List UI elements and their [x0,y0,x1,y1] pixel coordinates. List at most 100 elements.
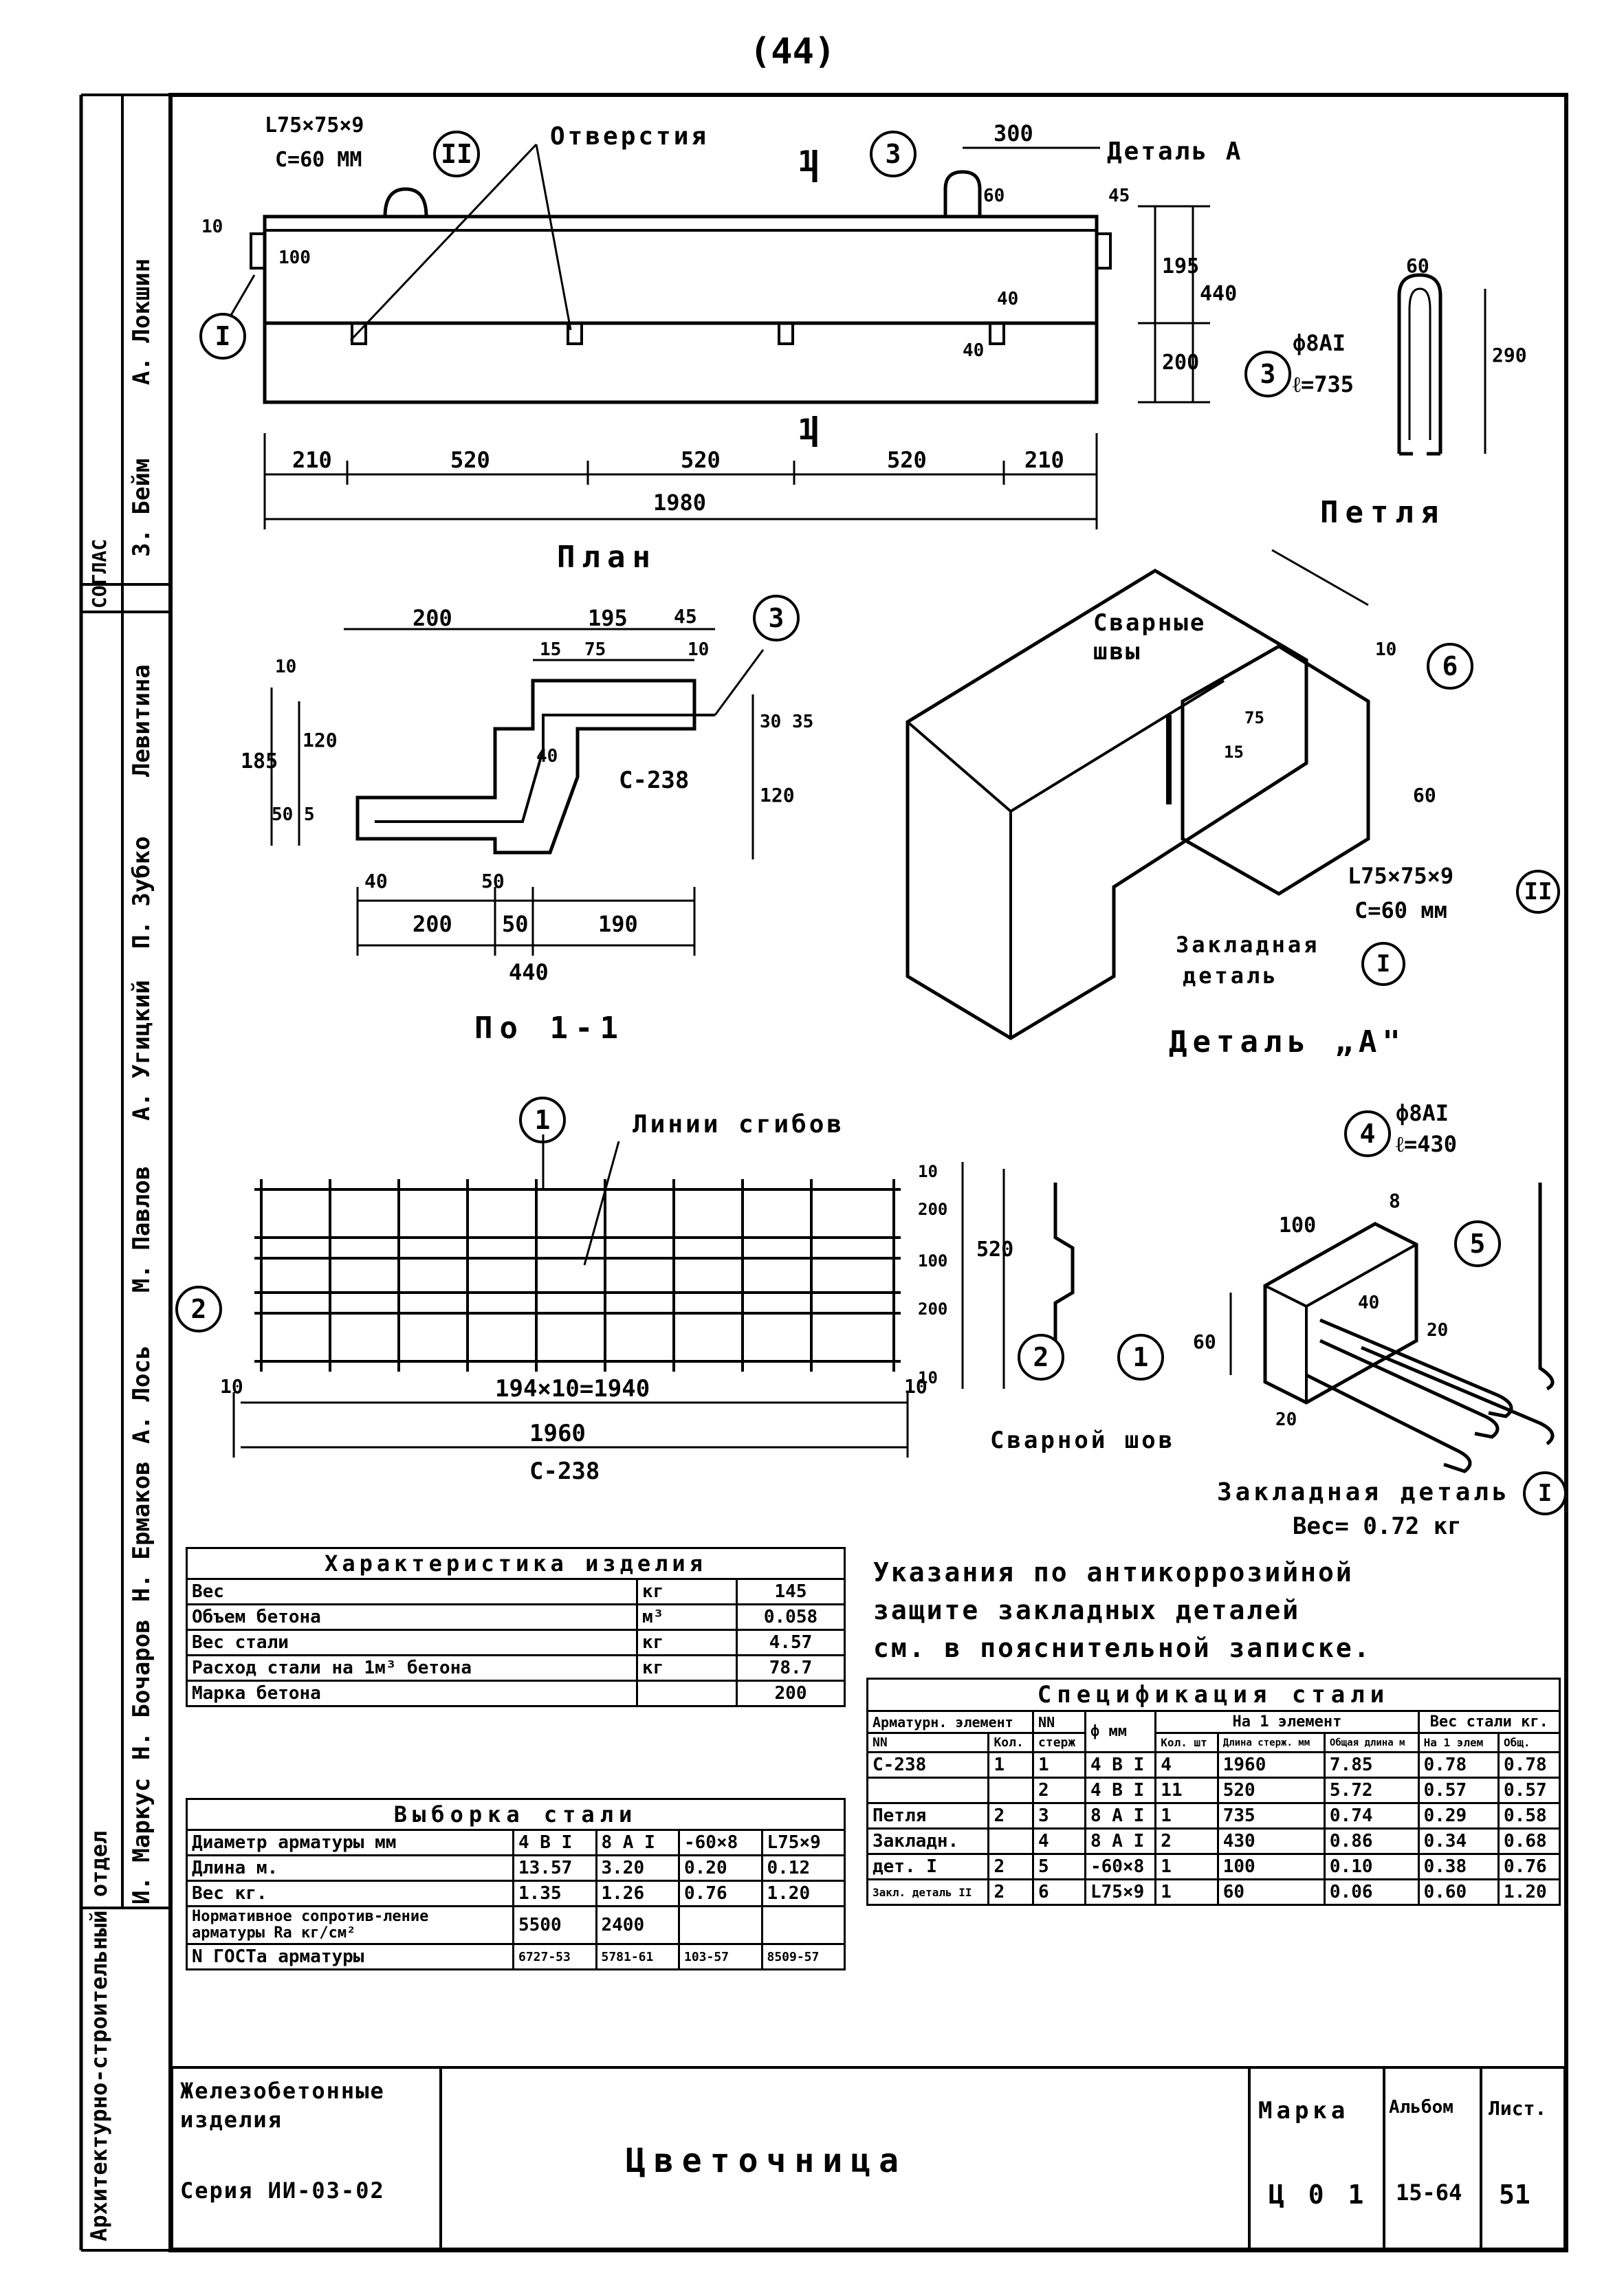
selection-cell: Вес кг. [186,1880,514,1907]
plan-dim-10: 10 [201,217,223,237]
loop-length: ℓ=735 [1293,371,1354,397]
detail-a-embedded-1: Закладная [1176,932,1320,958]
spec-cell: 2 [1154,1827,1219,1855]
mesh-dim-520: 520 [976,1238,1014,1262]
title-sheet-label: Лист. [1489,2097,1547,2120]
selection-cell: 5500 [512,1905,597,1945]
selection-cell: Длина м. [186,1854,514,1882]
table-row: 2 4 В I 11 520 5.72 0.57 0.57 [866,1777,1561,1804]
section-dim-190: 190 [598,911,638,937]
char-name: Вес [186,1578,638,1605]
stamp-name-3: Левитина [128,664,155,777]
selection-cell: 1.20 [760,1880,846,1907]
section-dim-10-b: 10 [275,657,297,677]
detail-a-dim-10: 10 [1375,639,1397,660]
embedded-weight: Вес= 0.72 кг [1293,1513,1462,1540]
char-name: Объем бетона [186,1603,638,1631]
stamp-name-2: З. Бейм [128,458,155,557]
char-unit: кг [636,1654,738,1682]
plan-dim-520-3: 520 [887,447,927,473]
section-dim-440: 440 [509,959,549,985]
mesh-dim-right-200-top: 200 [918,1200,948,1219]
spec-cell: L75×9 [1084,1878,1157,1906]
table-row: Вес кг. 1.35 1.26 0.76 1.20 [186,1880,846,1907]
char-value: 145 [736,1578,846,1605]
spec-subheader: Общая длина м [1323,1732,1420,1753]
selection-title: Выборка стали [186,1798,846,1831]
plan-dim-40-b: 40 [963,340,985,361]
plan-marker-3: 3 [870,131,917,177]
section-dim-45: 45 [674,605,697,628]
plan-dim-40-a: 40 [997,289,1019,309]
selection-cell: 5781-61 [595,1943,680,1970]
plan-dim-200: 200 [1162,351,1200,375]
detail-a-marker-6: 6 [1427,643,1473,690]
spec-cell: 0.60 [1417,1878,1500,1906]
char-name: Расход стали на 1м³ бетона [186,1654,638,1682]
table-row: Объем бетона м³ 0.058 [186,1603,846,1631]
spec-cell: 3 [1032,1802,1086,1830]
plan-dim-210-left: 210 [292,447,332,473]
plan-dim-60: 60 [983,186,1005,206]
stamp-name-8: Н. Ермаков [128,1461,155,1602]
detail-a-marker-I: I [1361,942,1405,986]
section-dim-185: 185 [241,749,278,773]
title-album-value: 15-64 [1396,2179,1462,2206]
plan-dim-45: 45 [1108,186,1130,206]
stamp-name-7: А. Лось [128,1345,155,1444]
selection-cell: 103-57 [678,1943,763,1970]
plan-dim-100: 100 [278,248,311,268]
section-dim-75: 75 [584,639,606,660]
embedded-rebar: ф8АI [1396,1100,1449,1126]
spec-cell: 0.34 [1417,1827,1500,1855]
spec-cell: 520 [1216,1777,1326,1804]
spec-cell: 5.72 [1323,1777,1420,1804]
detail-a-dim-15: 15 [1224,743,1244,762]
stamp-name-4: П. Зубко [128,836,155,949]
stamp-approve: СОГЛАС [88,538,111,608]
spec-cell: 5 [1032,1853,1086,1880]
selection-cell: 0.20 [678,1854,763,1882]
plan-dim-300: 300 [994,120,1033,146]
section-mesh-label: С-238 [619,767,690,794]
char-unit: м³ [636,1603,738,1631]
characteristics-table: Характеристика изделия Вес кг 145 Объем … [186,1547,846,1707]
spec-cell: 2 [987,1853,1035,1880]
spec-cell [987,1777,1035,1804]
char-value: 4.57 [736,1629,846,1656]
table-row: Закл. деталь II 2 6 L75×9 1 60 0.06 0.60… [866,1878,1561,1906]
selection-cell: 3.20 [595,1854,680,1882]
detail-a-dim-60: 60 [1413,784,1436,806]
selection-cell: N ГОСТа арматуры [186,1943,514,1970]
section-dim-15: 15 [540,639,562,660]
spec-cell: 0.78 [1497,1751,1561,1779]
loop-dim-290: 290 [1492,344,1527,366]
table-row: Вес стали кг 4.57 [186,1629,846,1656]
title-block-left [171,2066,442,2250]
section-dim-200: 200 [413,605,452,631]
spec-cell: 1 [1032,1751,1086,1779]
spec-subheader: Кол. шт [1154,1732,1219,1753]
embedded-dim-60: 60 [1193,1330,1216,1353]
spec-cell: -60×8 [1084,1853,1157,1880]
spec-header: На 1 элемент [1154,1710,1420,1734]
table-row: Диаметр арматуры мм 4 В I 8 А I -60×8 L7… [186,1829,846,1856]
plan-dim-440: 440 [1200,282,1238,306]
spec-cell: дет. I [866,1853,990,1880]
plan-dim-520-1: 520 [450,447,490,473]
plan-dim-total: 1980 [653,490,707,516]
spec-cell: Закл. деталь II [866,1878,990,1906]
stamp-name-9: Н. Бочаров [128,1619,155,1760]
embedded-dim-20-b: 20 [1275,1409,1297,1430]
spec-title: Спецификация стали [866,1678,1561,1712]
stamp-name-10: И. Маркус [128,1777,155,1904]
spec-cell: 430 [1216,1827,1326,1855]
char-value: 0.058 [736,1603,846,1631]
table-row: NN Кол. стерж Кол. шт Длина стерж. мм Об… [866,1732,1561,1753]
spec-cell: 0.74 [1323,1802,1420,1830]
section-dim-40: 40 [536,746,558,767]
plan-angle-length: С=60 ММ [275,148,362,172]
section-dim-10-a: 10 [688,639,710,660]
spec-cell: 1960 [1216,1751,1326,1779]
mesh-marker-1: 1 [519,1097,566,1143]
